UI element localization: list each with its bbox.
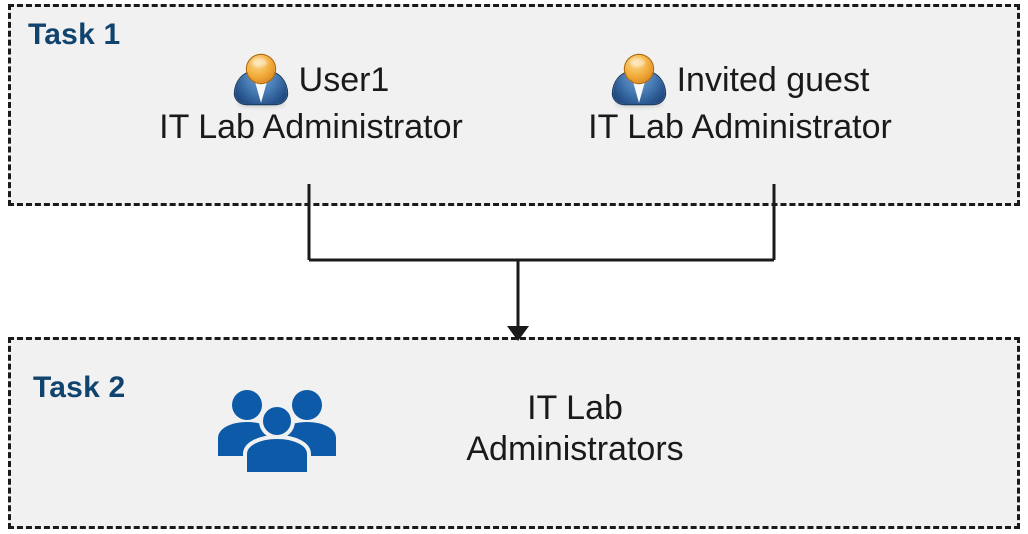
group-name-label: IT Lab Administrators xyxy=(466,389,684,468)
task-1-container xyxy=(8,4,1020,206)
person-name-user1: User1 xyxy=(298,61,390,99)
single-user-icon xyxy=(611,54,667,107)
person-role-invited-guest: IT Lab Administrator xyxy=(588,108,892,146)
task-1-label: Task 1 xyxy=(28,18,121,51)
person-card-user1: User1 IT Lab Administrator xyxy=(118,52,504,146)
user-group-icon xyxy=(216,388,338,476)
task-2-container xyxy=(8,337,1020,529)
person-card-invited-guest: Invited guest IT Lab Administrator xyxy=(530,52,950,146)
person-row-invited-guest: Invited guest xyxy=(530,52,950,108)
person-row-user1: User1 xyxy=(118,52,504,108)
single-user-icon xyxy=(233,54,289,107)
person-name-invited-guest: Invited guest xyxy=(676,61,870,99)
task-2-label: Task 2 xyxy=(33,371,126,404)
person-role-user1: IT Lab Administrator xyxy=(159,108,463,146)
